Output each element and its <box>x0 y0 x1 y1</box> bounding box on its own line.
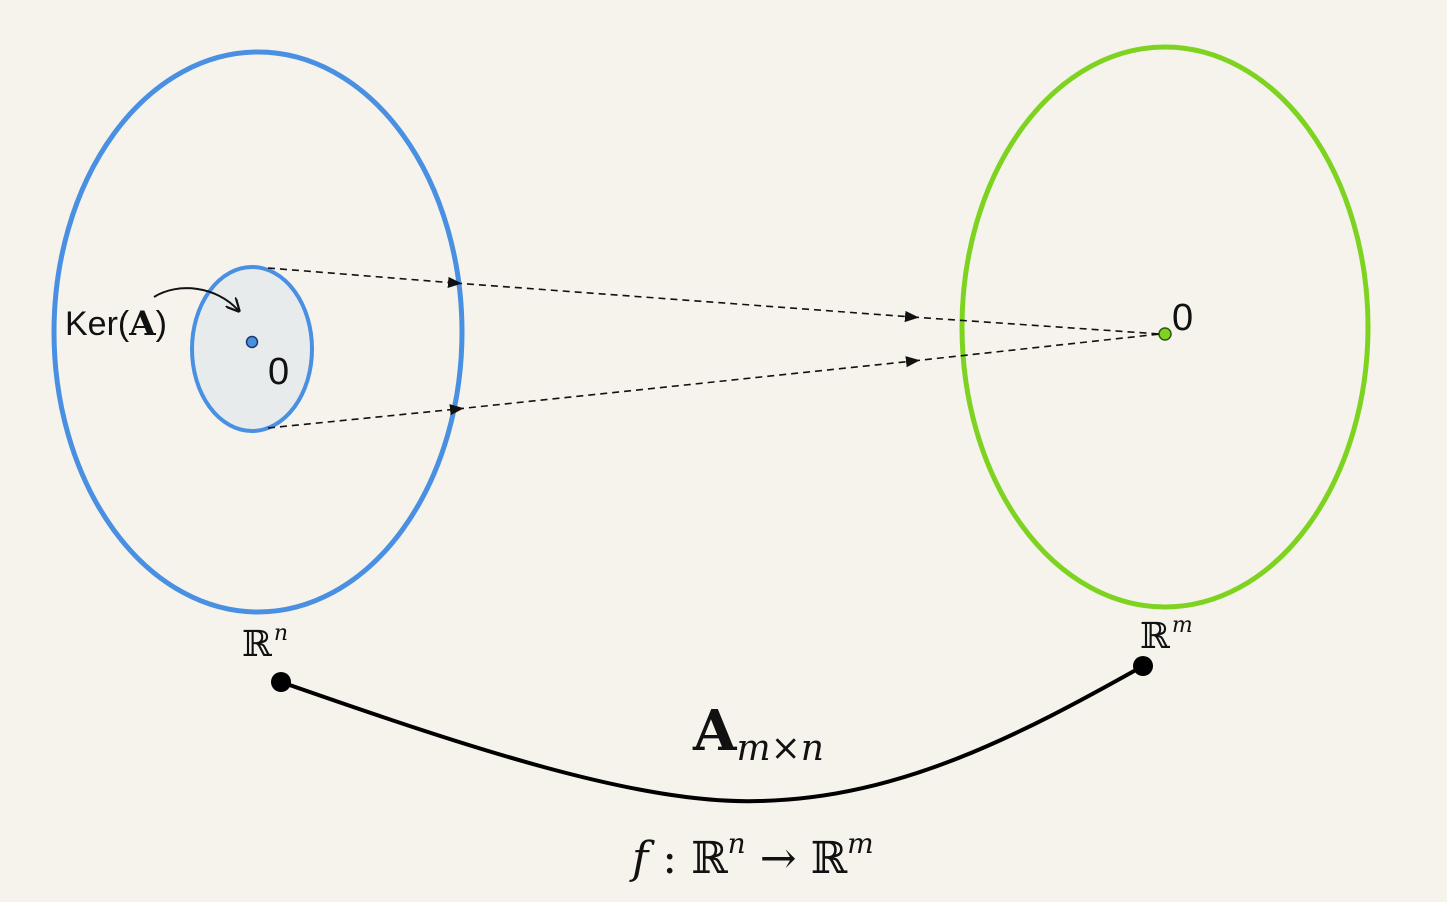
function-label-codomain-exp: m <box>847 827 874 860</box>
kernel-label-matrix: A <box>128 304 156 344</box>
mapping-line-bottom-1 <box>267 404 464 429</box>
matrix-label-subscript: m×n <box>736 728 824 769</box>
kernel-region <box>190 265 314 433</box>
mapping-line-top-2 <box>454 282 919 323</box>
domain-endpoint <box>271 672 291 692</box>
function-label-colon: : <box>648 833 691 884</box>
function-label-domain-exp: n <box>728 827 746 860</box>
codomain-endpoint <box>1133 656 1153 676</box>
function-label-domain-base: ℝ <box>691 833 728 884</box>
matrix-label: Am×n <box>692 698 824 769</box>
codomain-zero-point <box>1158 327 1172 341</box>
kernel-label-prefix: Ker( <box>65 305 130 343</box>
mapping-line-top-3 <box>911 316 1161 335</box>
codomain-space-label-exp: m <box>1172 613 1193 638</box>
codomain-space-ellipse <box>959 44 1371 610</box>
kernel-zero-label: 0 <box>268 351 289 393</box>
mapping-line-bottom-3 <box>912 333 1161 362</box>
domain-space-label: ℝn <box>242 621 288 665</box>
kernel-label-suffix: ) <box>156 305 167 343</box>
codomain-space-label-base: ℝ <box>1140 616 1171 657</box>
function-label-arrow: → <box>746 833 811 884</box>
function-label: f : ℝn → ℝm <box>629 827 874 884</box>
domain-space-label-exp: n <box>274 621 288 646</box>
matrix-mapping-curve <box>280 664 1144 804</box>
matrix-label-base: A <box>692 698 738 764</box>
domain-space-label-base: ℝ <box>242 624 273 665</box>
kernel-pointer-arrow <box>153 287 238 310</box>
kernel-label: Ker(A) <box>65 304 167 344</box>
mapping-line-bottom-2 <box>456 356 920 410</box>
codomain-space-label: ℝm <box>1140 613 1193 657</box>
domain-space-ellipse <box>51 49 465 615</box>
function-label-codomain-base: ℝ <box>811 833 848 884</box>
codomain-zero-label: 0 <box>1172 297 1193 339</box>
mapping-lines <box>267 267 1161 429</box>
mapping-line-top-1 <box>267 267 462 289</box>
kernel-zero-point <box>245 335 259 349</box>
